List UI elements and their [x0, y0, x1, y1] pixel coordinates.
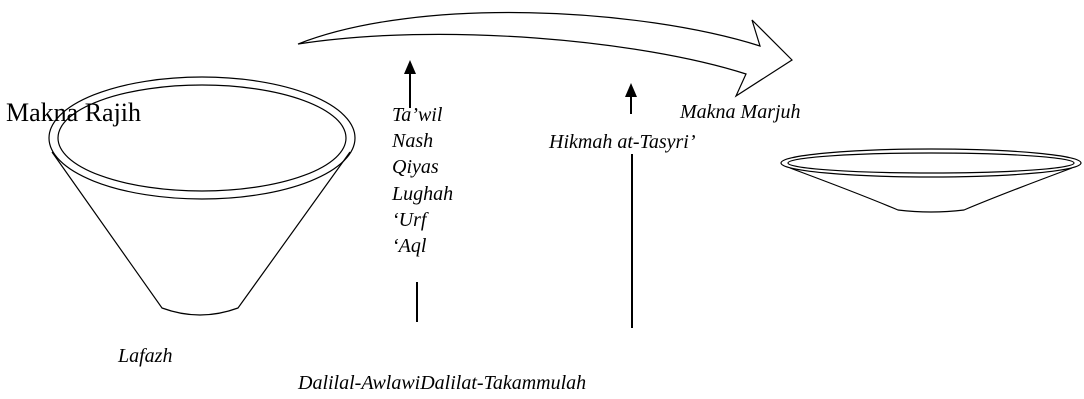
right-vertical-arrow: [625, 83, 637, 328]
method-tawil: Ta’wil: [392, 104, 443, 126]
makna-rajih-label: Makna Rajih: [6, 98, 142, 127]
left-vertical-arrow: [404, 60, 418, 322]
method-aql: ‘Aql: [392, 235, 427, 258]
left-funnel: [48, 76, 356, 316]
method-urf: ‘Urf: [392, 208, 427, 231]
lafazh-label: Lafazh: [118, 345, 173, 367]
method-qiyas: Qiyas: [392, 156, 439, 179]
makna-marjuh-label: Makna Marjuh: [680, 101, 801, 123]
method-nash: Nash: [392, 130, 434, 153]
curved-arrow: [297, 11, 793, 98]
hikmah-label: Hikmah at-Tasyri’: [549, 131, 696, 153]
method-lughah: Lughah: [392, 182, 454, 205]
right-dish: [780, 148, 1082, 213]
dalil-label: Dalilal-AwlawiDalilat-Takammulah: [298, 372, 587, 394]
method-list: Ta’wil Nash Qiyas Lughah ‘Urf ‘Aql: [392, 102, 453, 259]
